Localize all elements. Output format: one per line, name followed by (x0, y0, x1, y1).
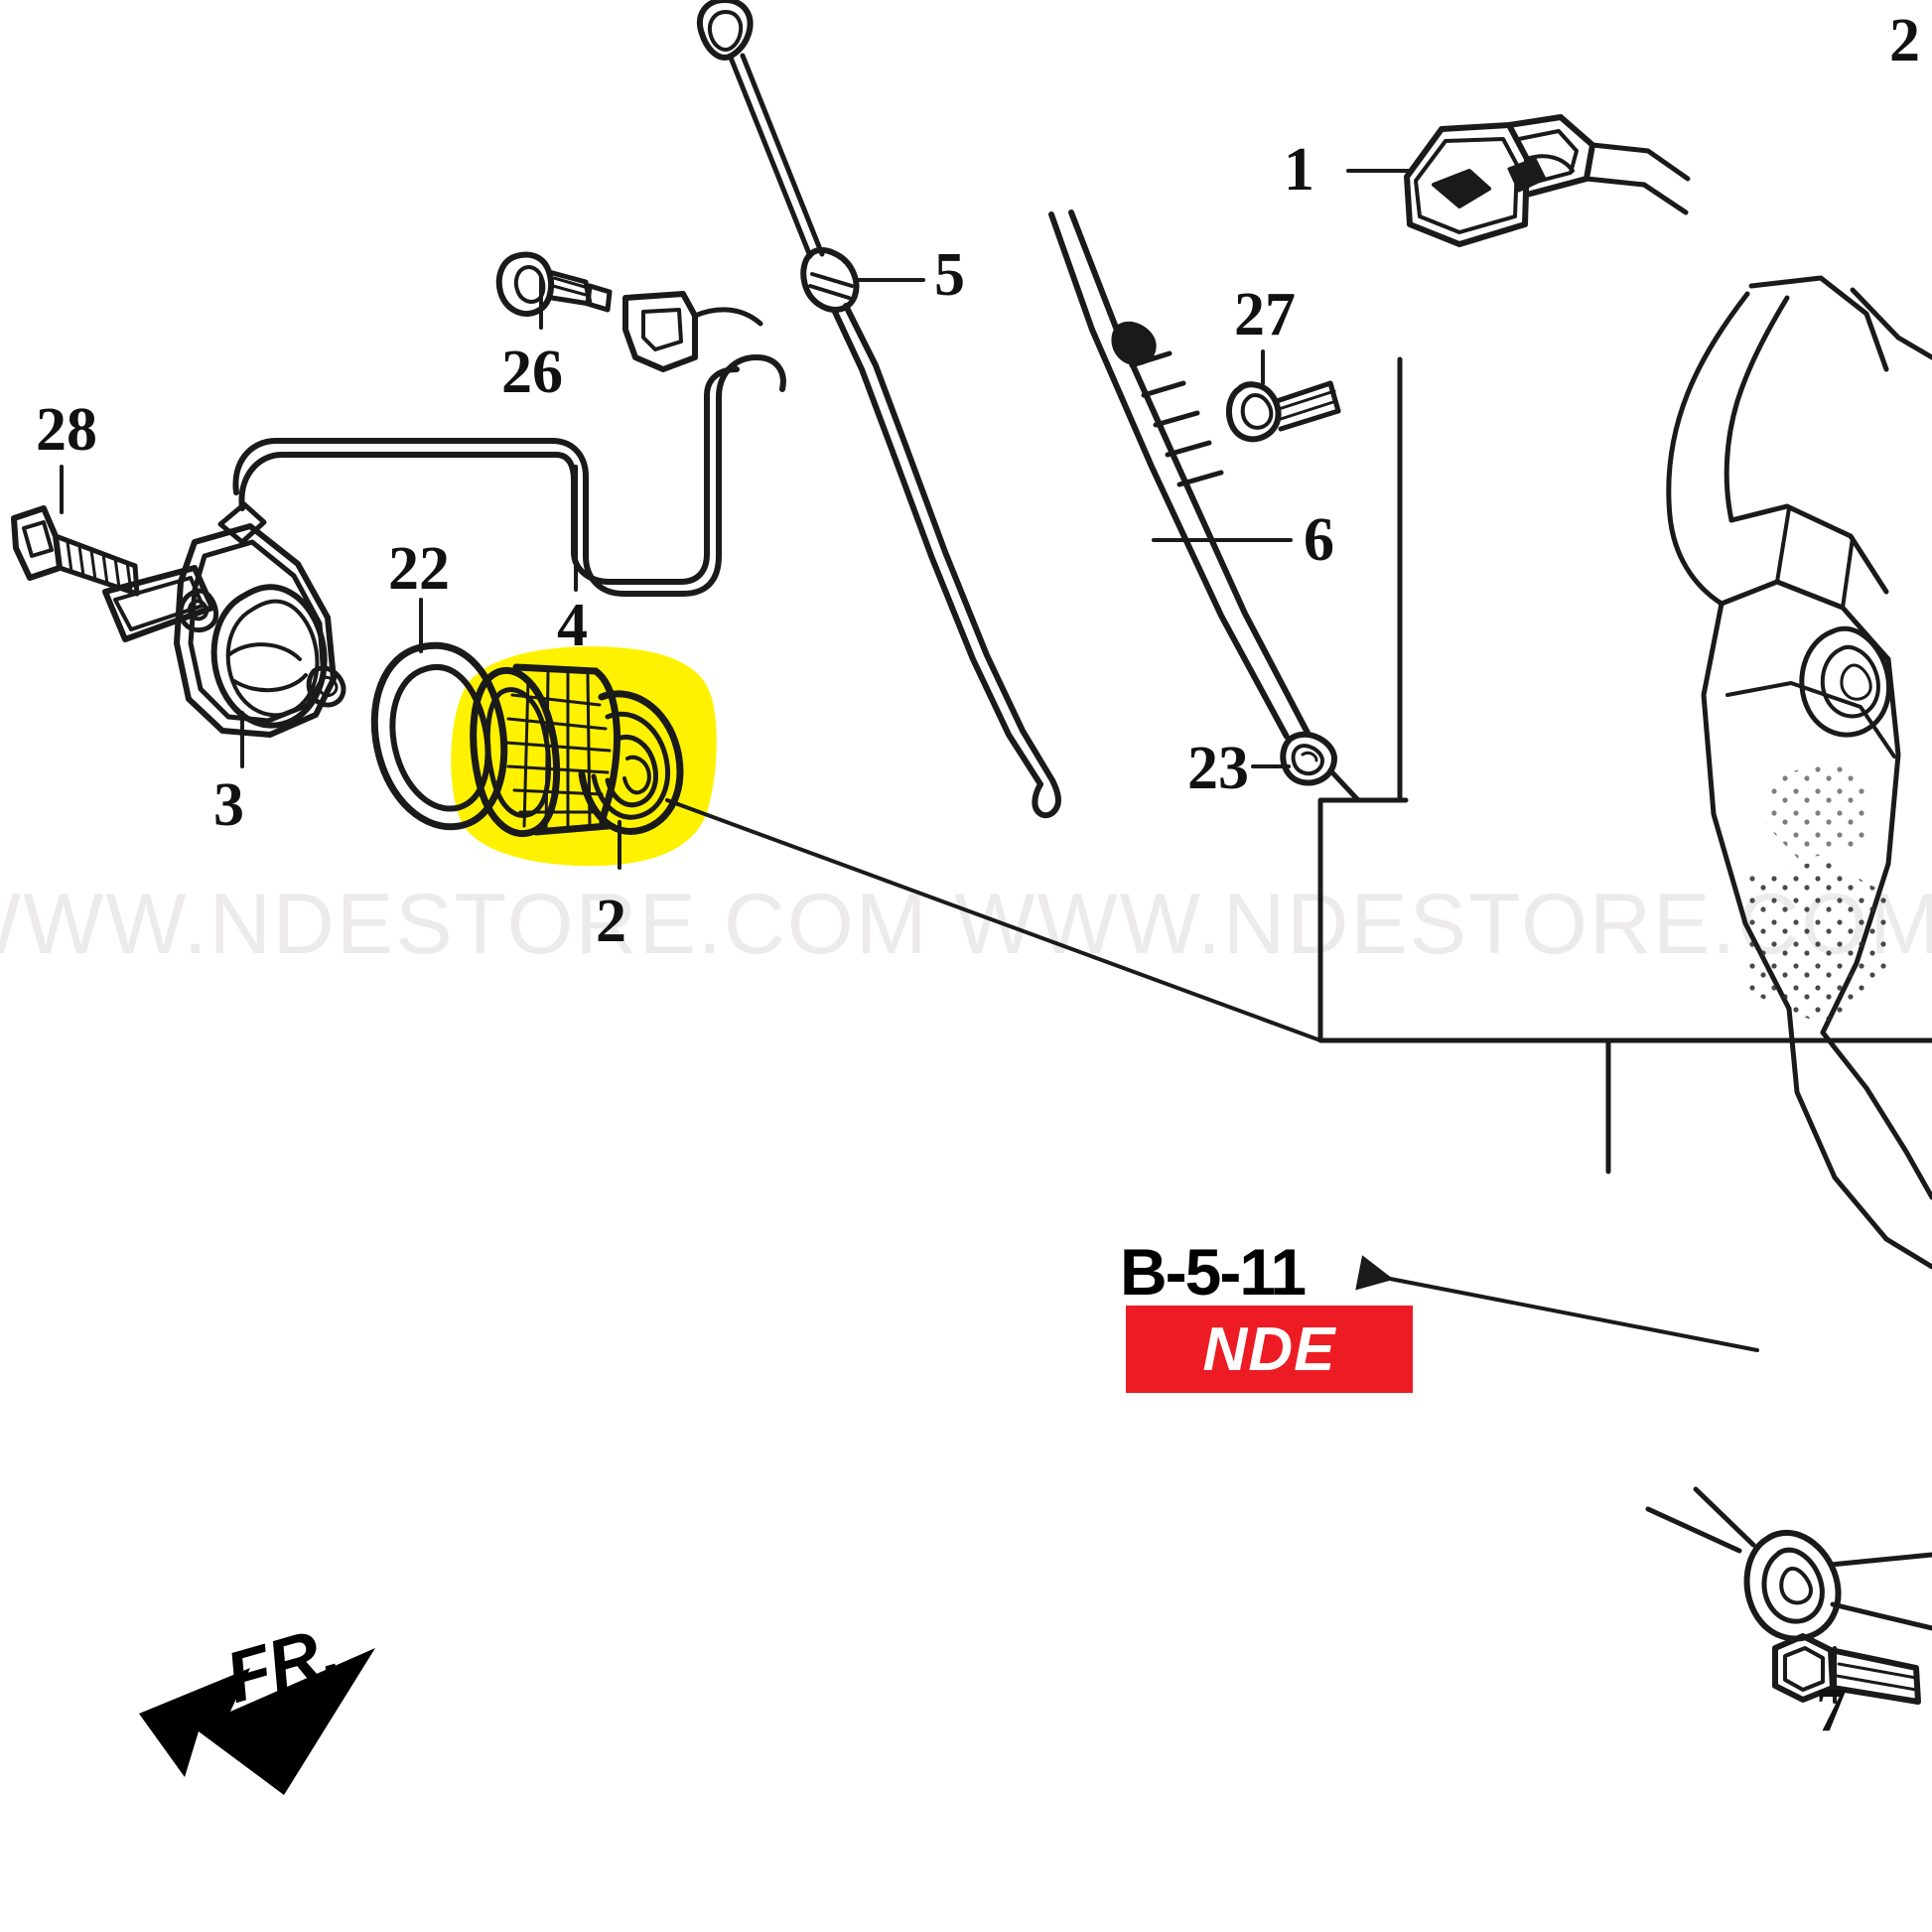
callout-4: 4 (557, 592, 588, 659)
fr-direction-arrow (139, 1648, 375, 1795)
callout-23: 23 (1187, 735, 1249, 802)
callout-22: 22 (388, 535, 450, 603)
part-22-o-ring (370, 641, 508, 831)
part-28-flange-bolt (11, 505, 140, 597)
nde-badge-label: NDE (1202, 1314, 1336, 1384)
nde-store-badge: NDE (1126, 1306, 1413, 1393)
callout-6: 6 (1304, 506, 1334, 574)
part-27-flange-bolt (1226, 380, 1341, 443)
part-5-dipstick (697, 0, 1061, 819)
callout-27: 27 (1234, 281, 1296, 348)
callout-2: 2 (596, 888, 626, 955)
leader-lines (60, 169, 1837, 1704)
callout-7: 7 (1816, 1677, 1847, 1744)
callout-28: 28 (36, 396, 97, 464)
callout-2-top: 2 (1889, 7, 1920, 74)
part-26-bolt-washer (495, 251, 613, 317)
part-3-oil-pump-housing (102, 501, 346, 738)
engine-block-outline (1317, 275, 1932, 1270)
part-6-dipstick-tube (1048, 209, 1409, 803)
callout-5: 5 (934, 241, 965, 309)
callout-3: 3 (213, 771, 244, 839)
part-4-oil-pipe (232, 291, 786, 597)
part-2-oil-strainer (470, 663, 684, 838)
callout-1: 1 (1284, 136, 1314, 204)
part-1-oil-pressure-switch (1404, 114, 1691, 247)
reference-code-label: B-5-11 (1120, 1235, 1307, 1309)
callout-26: 26 (501, 339, 563, 406)
part-7-flange-bolt (1645, 1486, 1932, 1705)
